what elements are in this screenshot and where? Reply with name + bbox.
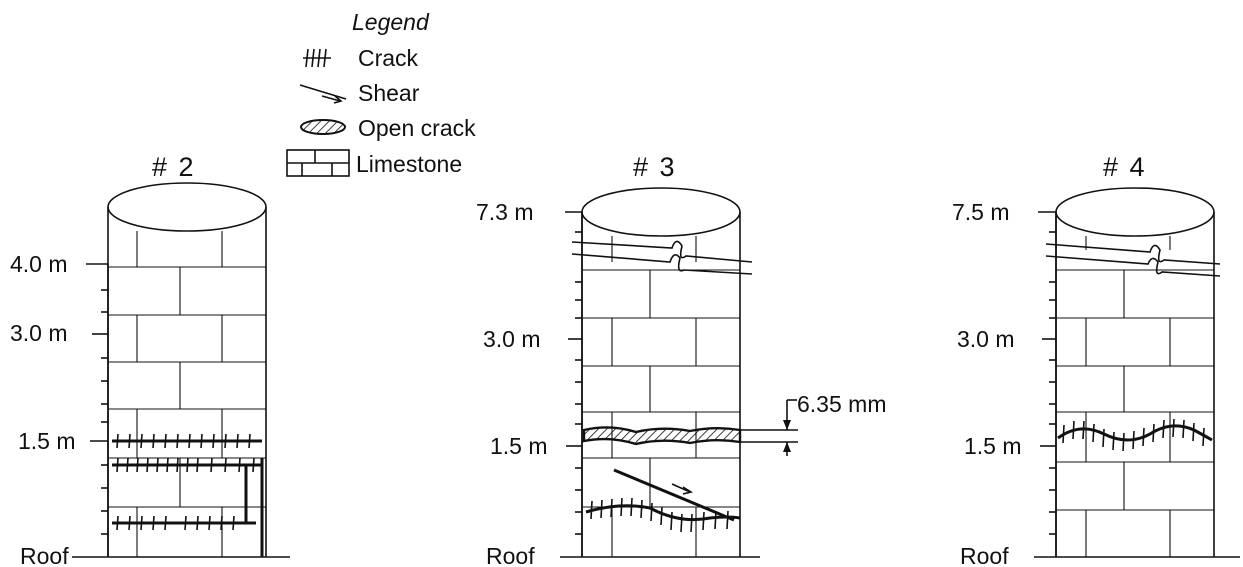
pillar-4-upper-fracture: [1045, 243, 1221, 277]
legend-label-shear: Shear: [358, 80, 420, 106]
pillar-4-label-1-5m: 1.5 m: [964, 433, 1022, 459]
pillar-3-annotation-6-35mm: 6.35 mm: [797, 391, 886, 417]
pillar-3-label-1-5m: 1.5 m: [490, 433, 548, 459]
legend-label-open-crack: Open crack: [358, 115, 476, 141]
pillar-3-open-crack: [582, 426, 742, 446]
pillar-4-scale: [1034, 211, 1240, 558]
pillar-3-blocks: [582, 236, 740, 557]
pillar-3-top: [581, 187, 741, 237]
pillar-2-label-1-5m: 1.5 m: [18, 428, 76, 454]
open-crack-icon: [300, 119, 346, 135]
pillar-3-label-roof: Roof: [486, 543, 535, 567]
pillar-3: # 3: [476, 152, 886, 567]
pillar-3-title: # 3: [633, 152, 677, 182]
shear-icon: [299, 84, 347, 104]
pillar-4-label-roof: Roof: [960, 543, 1009, 567]
pillar-2-blocks: [108, 231, 266, 557]
limestone-icon: [286, 149, 350, 177]
pillar-3-shear: [613, 468, 735, 522]
legend-label-limestone: Limestone: [356, 151, 462, 177]
pillar-2-top: [107, 182, 267, 232]
pillar-3-label-3m: 3.0 m: [483, 326, 541, 352]
pillar-2-label-roof: Roof: [20, 543, 69, 567]
pillar-2-cracks: [112, 433, 264, 557]
legend: Legend Crack Shear Open crack Limestone: [286, 9, 476, 177]
pillar-4-label-3m: 3.0 m: [957, 326, 1015, 352]
legend-title: Legend: [352, 9, 430, 35]
pillar-4: # 4: [952, 152, 1240, 567]
pillar-3-upper-fracture: [571, 240, 753, 275]
pillar-3-dimension: [740, 399, 798, 456]
pillar-3-scale: [560, 211, 760, 558]
pillar-2-label-4m: 4.0 m: [10, 251, 68, 277]
pillar-2-scale: [72, 263, 290, 558]
pillar-4-title: # 4: [1103, 152, 1147, 182]
crack-icon: [303, 48, 331, 68]
pillar-4-label-7-5m: 7.5 m: [952, 199, 1010, 225]
pillar-2: # 2: [10, 152, 290, 567]
pillar-3-label-7-3m: 7.3 m: [476, 199, 534, 225]
pillar-4-blocks: [1056, 236, 1214, 557]
pillar-3-lower-crack: [585, 497, 741, 533]
pillar-4-top: [1055, 187, 1215, 237]
pillar-4-crack: [1057, 418, 1213, 452]
pillar-2-title: # 2: [152, 152, 196, 182]
legend-label-crack: Crack: [358, 45, 419, 71]
pillar-2-label-3m: 3.0 m: [10, 320, 68, 346]
